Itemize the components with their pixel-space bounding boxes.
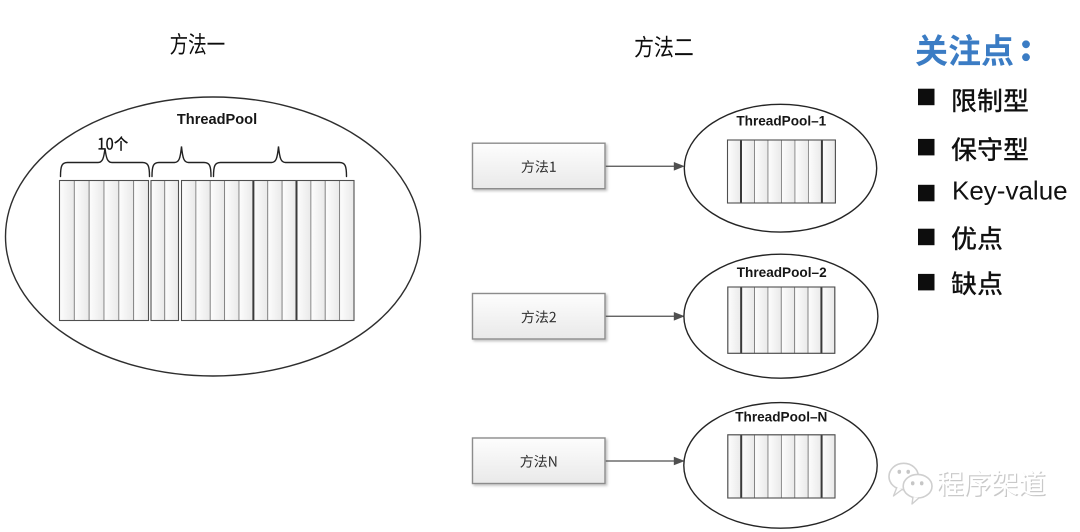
svg-text:ThreadPool–1: ThreadPool–1: [736, 114, 826, 129]
svg-text:ThreadPool: ThreadPool: [177, 112, 257, 128]
svg-text:ThreadPool–2: ThreadPool–2: [737, 265, 827, 280]
svg-text:Key-value: Key-value: [952, 176, 1068, 206]
svg-text:ThreadPool–N: ThreadPool–N: [735, 409, 827, 424]
